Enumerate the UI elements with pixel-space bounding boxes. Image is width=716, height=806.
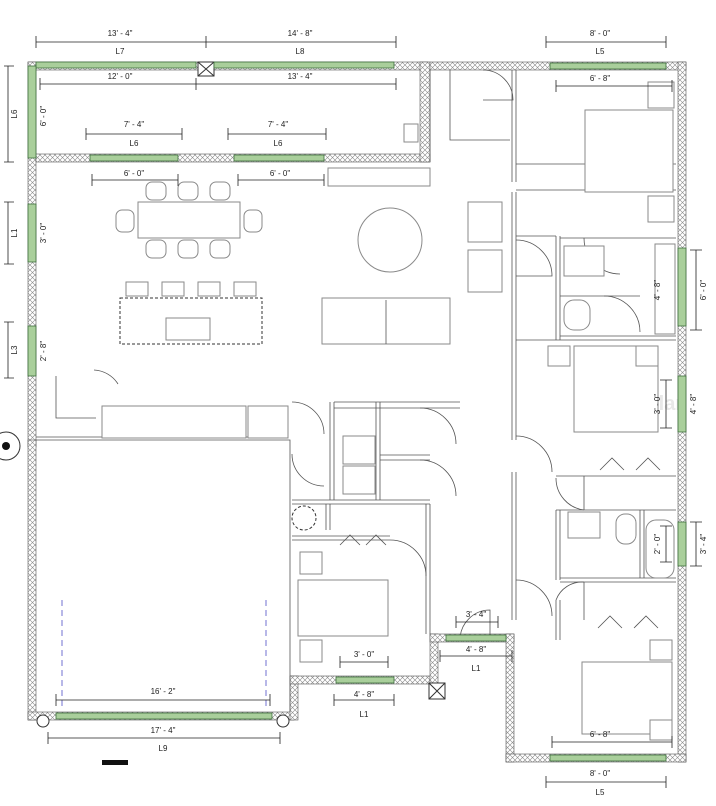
dim-l6-inner-a: 6' - 0" bbox=[124, 169, 145, 178]
dim-l6-window-b: 7' - 4" bbox=[268, 120, 289, 129]
furniture bbox=[0, 61, 676, 765]
interior-walls bbox=[36, 70, 676, 712]
dim-top-mid-inner: 13' - 4" bbox=[288, 72, 313, 81]
dim-top-left-inner: 12' - 0" bbox=[108, 72, 133, 81]
label-top-left: L7 bbox=[116, 47, 125, 56]
dim-center-door-outer: 4' - 8" bbox=[466, 645, 487, 654]
label-left-l1: L1 bbox=[10, 228, 19, 237]
label-garage: L9 bbox=[159, 744, 168, 753]
label-bottom-right: L5 bbox=[596, 788, 605, 797]
dim-bottom-right-overall: 8' - 0" bbox=[590, 769, 611, 778]
dim-center-door-inner: 3' - 4" bbox=[466, 610, 487, 619]
label-bedroom-l1: L1 bbox=[360, 710, 369, 719]
windows bbox=[27, 61, 687, 762]
dim-top-left-overall: 13' - 4" bbox=[108, 29, 133, 38]
label-l6-b: L6 bbox=[274, 139, 283, 148]
dim-l6-window-a: 7' - 4" bbox=[124, 120, 145, 129]
label-l6-a: L6 bbox=[130, 139, 139, 148]
label-top-right: L5 bbox=[596, 47, 605, 56]
dimension-lines bbox=[4, 36, 702, 788]
dim-top-mid-overall: 14' - 8" bbox=[288, 29, 313, 38]
dim-right-lower-outer: 3' - 4" bbox=[699, 534, 708, 555]
dim-right-lower-inner: 2' - 0" bbox=[653, 534, 662, 555]
dim-bedroom-win-outer: 4' - 8" bbox=[354, 690, 375, 699]
dim-bottom-right-inner: 6' - 8" bbox=[590, 730, 611, 739]
dim-top-right-inner: 6' - 8" bbox=[590, 74, 611, 83]
dimension-labels: 13' - 4" 14' - 8" 12' - 0" 13' - 4" 6' -… bbox=[39, 29, 708, 778]
dim-right-bath-outer: 6' - 0" bbox=[699, 280, 708, 301]
dim-right-mid-outer: 4' - 8" bbox=[689, 394, 698, 415]
dim-left-side-top: 6' - 0" bbox=[39, 106, 48, 127]
window-labels: L7 L8 L5 L6 L6 L6 L1 L3 L1 L1 L9 L5 bbox=[10, 47, 605, 797]
dim-l6-inner-b: 6' - 0" bbox=[270, 169, 291, 178]
dim-right-mid-inner: 3' - 0" bbox=[653, 394, 662, 415]
dim-garage-outer: 17' - 4" bbox=[151, 726, 176, 735]
dim-bedroom-win-inner: 3' - 0" bbox=[354, 650, 375, 659]
label-top-mid: L8 bbox=[296, 47, 305, 56]
dim-top-right-overall: 8' - 0" bbox=[590, 29, 611, 38]
dim-left-l1-inner: 3' - 0" bbox=[39, 223, 48, 244]
label-center-l1: L1 bbox=[472, 664, 481, 673]
dim-right-bath-inner: 4' - 8" bbox=[653, 280, 662, 301]
dim-left-l3-inner: 2' - 8" bbox=[39, 341, 48, 362]
label-left-l3: L3 bbox=[10, 345, 19, 354]
label-left-top: L6 bbox=[10, 109, 19, 118]
dim-garage-inner: 16' - 2" bbox=[151, 687, 176, 696]
